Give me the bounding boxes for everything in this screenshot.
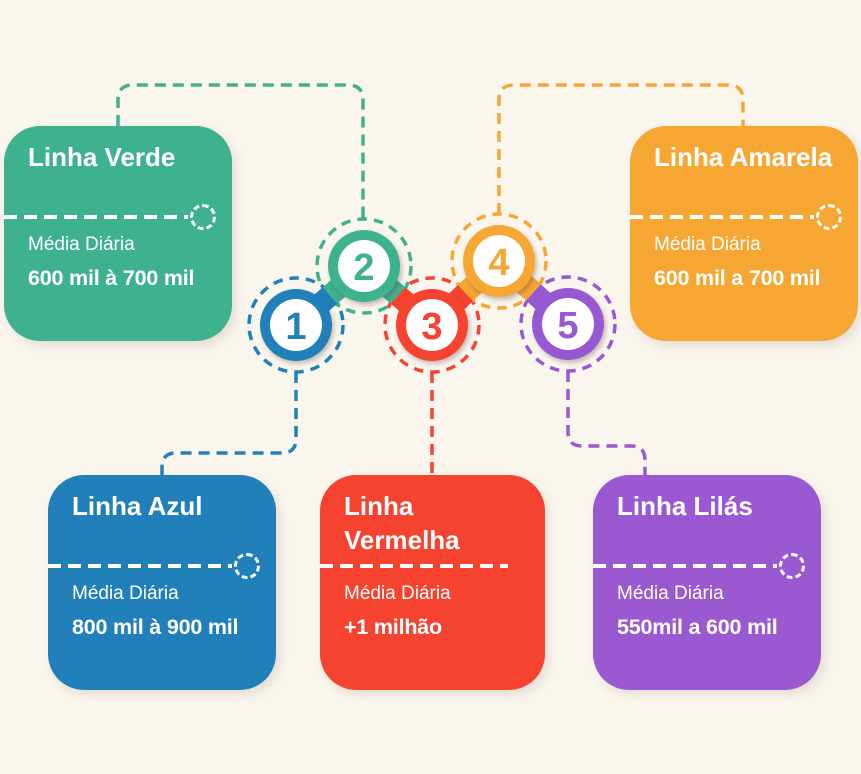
card-linha-verde: Linha Verde Média Diária 600 mil à 700 m… bbox=[4, 126, 232, 341]
card-linha-azul: Linha Azul Média Diária 800 mil à 900 mi… bbox=[48, 475, 276, 690]
card-label: Média Diária bbox=[344, 583, 451, 604]
card-title: Linha Amarela bbox=[654, 142, 833, 172]
card-title: Linha Lilás bbox=[617, 491, 753, 521]
card-linha-lilas: Linha Lilás Média Diária 550mil a 600 mi… bbox=[593, 475, 821, 690]
step-1-dashed-ring bbox=[247, 276, 345, 374]
step-1-number: 1 bbox=[285, 306, 306, 348]
connector-lilas bbox=[566, 371, 647, 476]
connector-amarela bbox=[497, 83, 745, 214]
step-circles bbox=[260, 225, 604, 361]
card-linha-amarela: Linha Amarela Média Diária 600 mil a 700… bbox=[630, 126, 858, 341]
card-linha-vermelha: Linha Vermelha Média Diária +1 milhão bbox=[320, 475, 545, 690]
separator-end-circle bbox=[779, 553, 805, 579]
separator-dashed-line bbox=[630, 215, 814, 219]
step-2-inner bbox=[338, 240, 390, 292]
step-2-number: 2 bbox=[353, 247, 374, 289]
card-label: Média Diária bbox=[617, 583, 724, 604]
card-title: Linha Azul bbox=[72, 491, 203, 521]
step-5-number: 5 bbox=[557, 305, 578, 347]
separator-end-circle bbox=[234, 553, 260, 579]
step-2-dashed-ring bbox=[315, 217, 413, 315]
separator-dashed-line bbox=[48, 564, 232, 568]
card-title: Linha Verde bbox=[28, 142, 176, 172]
card-title: Linha Vermelha bbox=[344, 491, 460, 556]
step-4-inner bbox=[473, 235, 525, 287]
separator-dashed-line bbox=[593, 564, 777, 568]
card-label: Média Diária bbox=[654, 234, 761, 255]
card-value: 550mil a 600 mil bbox=[617, 615, 778, 639]
separator-dashed-line bbox=[4, 215, 188, 219]
step-5-dashed-ring bbox=[519, 275, 617, 373]
step-3-number: 3 bbox=[421, 306, 442, 348]
step-3-dashed-ring bbox=[383, 276, 481, 374]
step-5-inner bbox=[542, 298, 594, 350]
card-value: 800 mil à 900 mil bbox=[72, 615, 239, 639]
step-4-number: 4 bbox=[488, 242, 509, 284]
separator-dashed-line bbox=[320, 564, 508, 568]
step-4-dashed-ring bbox=[450, 212, 548, 310]
card-label: Média Diária bbox=[72, 583, 179, 604]
step-1-inner bbox=[270, 299, 322, 351]
card-value: 600 mil à 700 mil bbox=[28, 266, 195, 290]
separator-end-circle bbox=[190, 204, 216, 230]
card-value: 600 mil a 700 mil bbox=[654, 266, 821, 290]
card-value: +1 milhão bbox=[344, 615, 442, 639]
separator-end-circle bbox=[816, 204, 842, 230]
connector-azul bbox=[160, 372, 298, 475]
card-label: Média Diária bbox=[28, 234, 135, 255]
step-3-inner bbox=[406, 299, 458, 351]
